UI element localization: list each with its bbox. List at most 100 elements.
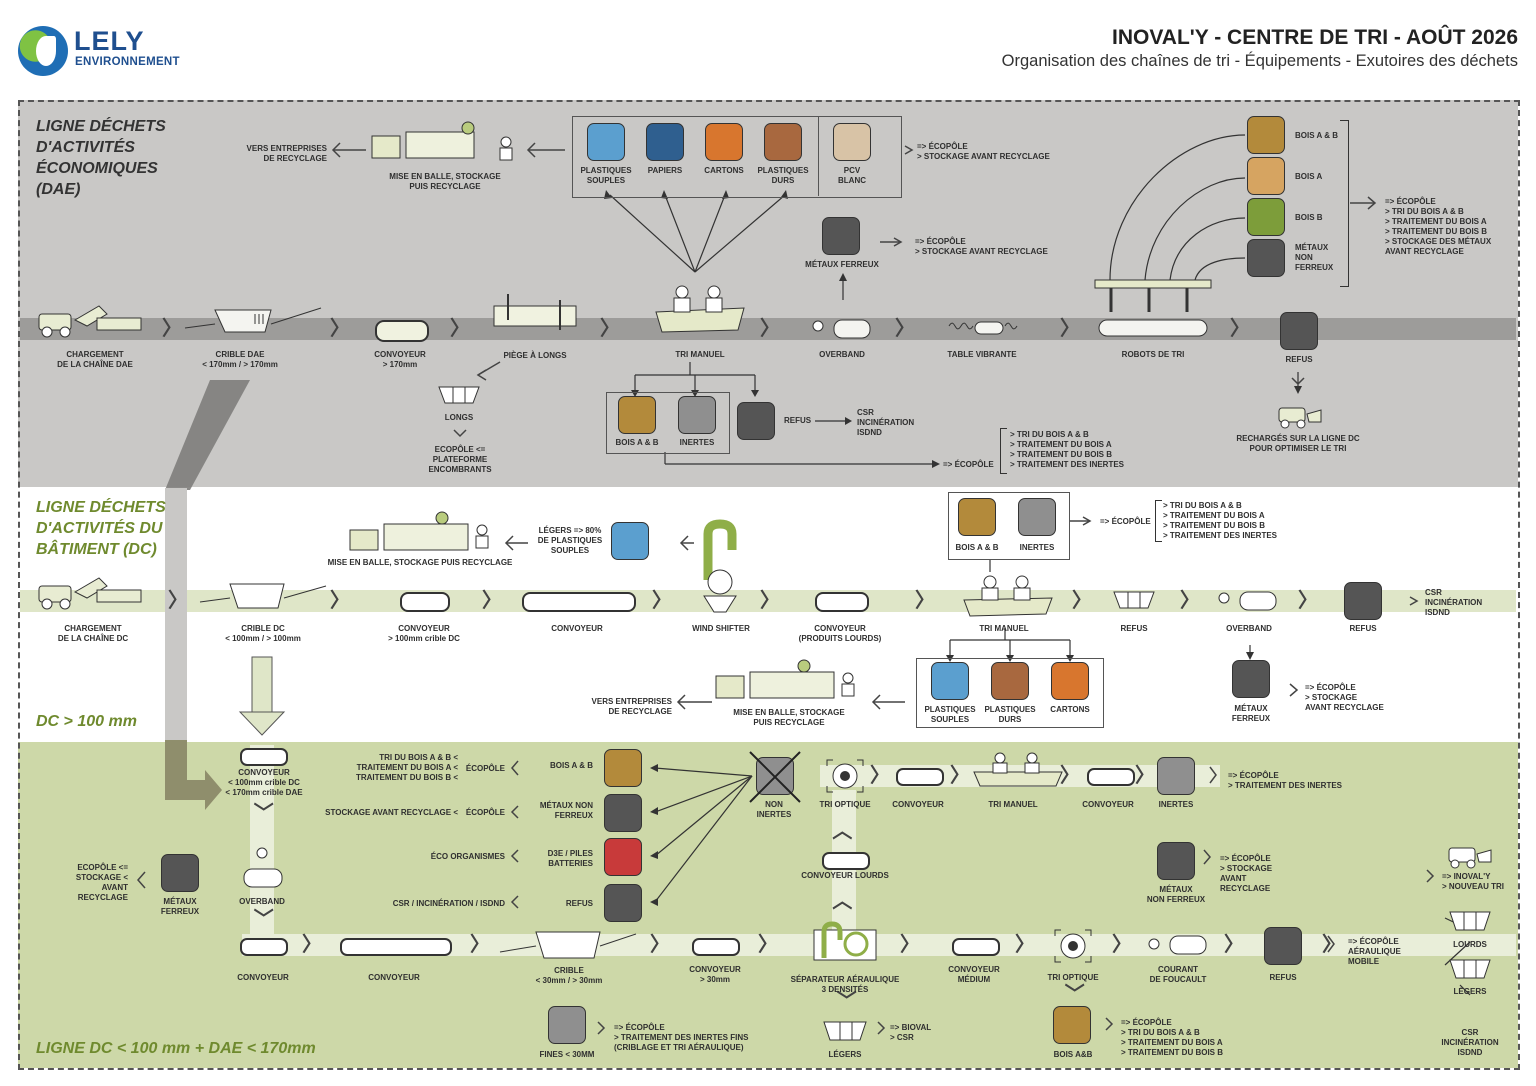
dc-wind-label: WIND SHIFTER xyxy=(692,624,750,633)
wood-ab-icon xyxy=(958,498,996,536)
cross-mark-icon xyxy=(748,750,802,804)
flow-chevron: 〉 xyxy=(1224,934,1244,956)
cardboard-icon xyxy=(1051,662,1089,700)
brand-subtitle: ENVIRONNEMENT xyxy=(75,56,180,68)
mix-foucault: COURANT DE FOUCAULT xyxy=(1149,965,1207,984)
baler-icon xyxy=(348,511,498,552)
flow-chevron-down: 〉 xyxy=(1062,983,1084,1003)
flow-chevron: 〉 xyxy=(330,590,350,612)
wind-shifter-icon xyxy=(696,519,746,614)
robot-bracket xyxy=(1340,120,1349,287)
refus-icon xyxy=(1280,312,1318,350)
dae-overband-label: OVERBAND xyxy=(819,350,865,359)
conveyor-icon xyxy=(815,592,869,612)
page-title: INOVAL'Y - CENTRE DE TRI - AOÛT 2026 xyxy=(1112,26,1518,49)
mix-tri-manuel: TRI MANUEL xyxy=(988,800,1038,809)
mix-inertes: INERTES xyxy=(1158,800,1194,809)
refus-icon xyxy=(737,402,775,440)
long-trap-icon xyxy=(490,290,580,334)
conveyor-icon xyxy=(240,938,288,956)
conveyor-icon xyxy=(822,852,870,870)
flow-chevron: 〉 xyxy=(1112,934,1132,956)
dae-crible-label: CRIBLE DAE < 170mm / > 170mm xyxy=(202,350,278,369)
loader-icon xyxy=(1275,400,1325,429)
overband-icon xyxy=(812,316,872,340)
dae-sub-dest-head: => ÉCOPÔLE xyxy=(943,460,994,469)
sub-item-label: REFUS xyxy=(784,416,812,425)
trommel-icon xyxy=(184,302,325,336)
flow-chevron: 〉 xyxy=(1180,590,1200,612)
mix-bois-dest: => ÉCOPÔLE > TRI DU BOIS A & B > TRAITEM… xyxy=(1121,1018,1224,1057)
dae-metaux-label: MÉTAUX FERREUX xyxy=(805,260,879,269)
soft-plastic-icon xyxy=(587,123,625,161)
mix-metaux-label: MÉTAUX FERREUX xyxy=(160,897,200,916)
baler-icon xyxy=(714,659,864,700)
robot-item-label: BOIS B xyxy=(1295,213,1323,222)
non-ferrous-icon xyxy=(604,794,642,832)
flow-chevron: 〉 xyxy=(482,590,502,612)
inert-icon xyxy=(1018,498,1056,536)
loader-icon xyxy=(35,568,145,610)
wood-ab-icon xyxy=(618,396,656,434)
robot-destination: => ÉCOPÔLE > TRI DU BOIS A & B > TRAITEM… xyxy=(1385,197,1492,256)
flow-chevron: 〉 xyxy=(758,934,778,956)
flow-chevron: 〉 xyxy=(650,934,670,956)
mix-left-dest: TRI DU BOIS A & B < TRAITEMENT DU BOIS A… xyxy=(355,753,458,782)
dae-recharge-label: RECHARGÉS SUR LA LIGNE DC POUR OPTIMISER… xyxy=(1236,434,1360,453)
mix-legers: LÉGERS xyxy=(828,1050,862,1059)
trommel-icon xyxy=(499,928,640,962)
flow-chevron: 〉 xyxy=(450,318,470,340)
mix-bois: BOIS A&B xyxy=(1053,1050,1093,1059)
wood-a-icon xyxy=(1247,157,1285,195)
section-title-dae: LIGNE DÉCHETS D'ACTIVITÉS ÉCONOMIQUES (D… xyxy=(36,118,166,198)
dae-mise-en-balle: MISE EN BALLE, STOCKAGE PUIS RECYCLAGE xyxy=(389,172,501,191)
flow-chevron: 〉 xyxy=(1322,934,1342,956)
dc-top-box xyxy=(948,492,1070,560)
dc-bottom-item: PLASTIQUES SOUPLES xyxy=(924,705,976,724)
dae-materials-box xyxy=(572,116,902,198)
skip-icon xyxy=(1448,958,1492,980)
non-ferrous-icon xyxy=(1247,239,1285,277)
flow-chevron-down: 〉 xyxy=(251,908,273,928)
material-label: PLASTIQUES SOUPLES xyxy=(580,166,632,185)
flow-chevron: 〉 xyxy=(1298,590,1318,612)
dc-convoyeur2-label: CONVOYEUR xyxy=(551,624,603,633)
frame-border xyxy=(18,100,1520,1070)
dc-csr-label: CSR INCINÉRATION ISDND xyxy=(1425,588,1483,617)
mix-tri-optique2: TRI OPTIQUE xyxy=(1047,973,1099,982)
material-label: PLASTIQUES DURS xyxy=(757,166,809,185)
flow-chevron: 〉 xyxy=(950,765,970,787)
dae-longs-label: LONGS xyxy=(444,413,474,422)
pvc-icon xyxy=(833,123,871,161)
conveyor-icon xyxy=(692,938,740,956)
vibrating-table-icon xyxy=(945,314,1025,338)
flow-chevron: 〉 xyxy=(330,318,350,340)
mix-inertes-dest: => ÉCOPÔLE > TRAITEMENT DES INERTES xyxy=(1228,771,1343,790)
trommel-icon xyxy=(199,578,330,612)
dae-convoyeur-label: CONVOYEUR > 170mm xyxy=(374,350,426,369)
sub-item-label: BOIS A & B xyxy=(615,438,659,447)
dc-refus2-label: REFUS xyxy=(1349,624,1377,633)
inert-icon xyxy=(1157,757,1195,795)
dc-bottom-item: CARTONS xyxy=(1050,705,1090,714)
conveyor-icon xyxy=(1087,768,1135,786)
section-title-mixed: LIGNE DC < 100 mm + DAE < 170mm xyxy=(36,1040,316,1057)
mix-left-dest: STOCKAGE AVANT RECYCLAGE < xyxy=(325,808,458,817)
pcv-destination: => ÉCOPÔLE > STOCKAGE AVANT RECYCLAGE xyxy=(917,142,1050,161)
dc-top-dest: > TRI DU BOIS A & B > TRAITEMENT DU BOIS… xyxy=(1163,501,1278,540)
ferrous-metal-icon xyxy=(161,854,199,892)
dc-top-dest-head: => ÉCOPÔLE xyxy=(1100,517,1151,526)
dc-metaux-label: MÉTAUX FERREUX xyxy=(1231,704,1271,723)
soft-plastic-icon xyxy=(611,522,649,560)
hard-plastic-icon xyxy=(991,662,1029,700)
sub-item-label: INERTES xyxy=(679,438,715,447)
mix-fines: FINES < 30MM xyxy=(539,1050,595,1059)
baler-icon xyxy=(370,121,520,162)
flow-chevron: 〉 xyxy=(162,318,182,340)
conveyor-icon xyxy=(375,320,429,342)
dc-tri-manuel-label: TRI MANUEL xyxy=(979,624,1029,633)
refus-icon xyxy=(1344,582,1382,620)
soft-plastic-icon xyxy=(931,662,969,700)
dc-legers-label: LÉGERS => 80% DE PLASTIQUES SOUPLES xyxy=(537,526,603,555)
skip-icon xyxy=(822,1020,868,1042)
